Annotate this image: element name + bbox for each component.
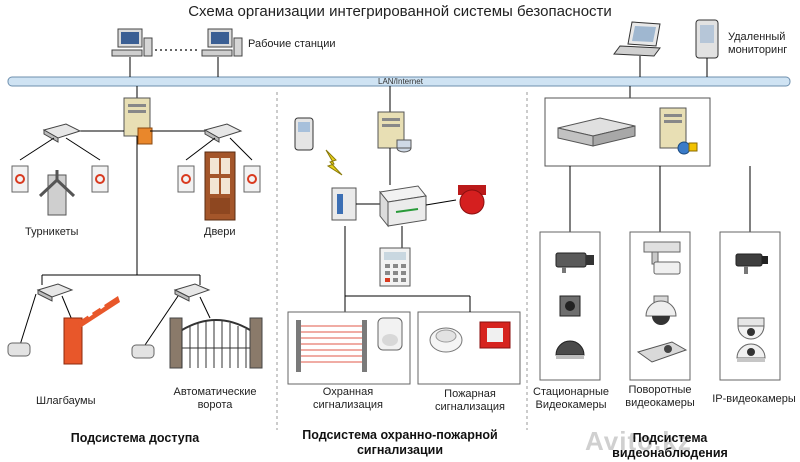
workstation-icon	[201, 28, 243, 57]
signal-icon	[325, 149, 343, 176]
controller-icon	[36, 283, 74, 302]
access-subsystem-label: Подсистема доступа	[70, 431, 200, 445]
workstations-label: Рабочие станции	[248, 38, 336, 50]
speed-dome-icon	[645, 295, 677, 325]
phone-icon	[294, 117, 314, 151]
controller-icon	[42, 123, 82, 143]
workstation-icon	[111, 28, 153, 57]
pda-icon	[695, 19, 719, 59]
static-cameras-line1: Стационарные	[533, 386, 609, 398]
gate-icon	[169, 317, 263, 369]
video-subsystem-line2: видеонаблюдения	[612, 446, 728, 460]
gates-label: Автоматические ворота	[160, 386, 270, 412]
box-camera-icon	[555, 252, 594, 273]
card-reader-icon	[131, 344, 155, 359]
ptz-keyboard-icon	[636, 341, 688, 363]
mini-camera-icon	[559, 295, 581, 317]
gates-label-line1: Автоматические	[173, 386, 257, 398]
ir-beam-icon	[296, 320, 367, 372]
card-reader-icon	[177, 165, 195, 193]
doors-label: Двери	[204, 226, 236, 238]
ptz-camera-icon	[643, 241, 681, 275]
security-alarm-line1: Охранная	[322, 386, 374, 398]
turnstile-icon	[38, 170, 76, 216]
controller-icon	[173, 283, 211, 302]
motion-detector-icon	[377, 317, 403, 351]
alarm-subsystem-label: Подсистема охранно-пожарной сигнализации	[285, 428, 515, 458]
ptz-cameras-label: Поворотные видеокамеры	[622, 384, 698, 410]
ptz-cameras-line1: Поворотные	[628, 384, 692, 396]
security-alarm-label: Охранная сигнализация	[298, 386, 398, 412]
static-cameras-label: Стационарные Видеокамеры	[532, 386, 610, 412]
server-icon	[659, 107, 698, 155]
fire-alarm-line1: Пожарная	[444, 388, 496, 400]
barrier-icon	[63, 296, 120, 365]
controller-icon	[203, 123, 243, 143]
watermark: Avito.kz	[585, 426, 692, 456]
control-panel-icon	[379, 185, 427, 228]
video-recorder-icon	[557, 117, 636, 147]
dome-camera-icon	[555, 340, 585, 359]
ip-dome-camera-icon	[737, 317, 765, 340]
video-subsystem-line1: Подсистема	[632, 431, 708, 445]
fire-alarm-label: Пожарная сигнализация	[420, 388, 520, 414]
card-reader-icon	[91, 165, 109, 193]
ip-cameras-label: IP-видеокамеры	[712, 393, 796, 405]
smoke-detector-icon	[429, 327, 463, 353]
gsm-module-icon	[331, 187, 357, 221]
ptz-cameras-line2: видеокамеры	[625, 397, 695, 409]
security-alarm-line2: сигнализация	[313, 399, 383, 411]
static-cameras-line2: Видеокамеры	[535, 399, 607, 411]
siren-icon	[458, 185, 486, 215]
remote-monitoring-line1: Удаленный	[728, 31, 786, 43]
keypad-icon	[379, 247, 411, 287]
card-reader-icon	[243, 165, 261, 193]
remote-monitoring-line2: мониторинг	[728, 44, 788, 56]
laptop-icon	[613, 21, 661, 57]
fire-alarm-line2: сигнализация	[435, 401, 505, 413]
barriers-label: Шлагбаумы	[36, 395, 96, 407]
manual-call-point-icon	[479, 321, 511, 349]
server-icon	[123, 97, 153, 145]
alarm-subsystem-line1: Подсистема охранно-пожарной	[302, 428, 498, 442]
server-icon	[377, 111, 412, 153]
card-reader-icon	[11, 165, 29, 193]
ip-camera-icon	[735, 253, 768, 274]
diagram-title: Схема организации интегрированной систем…	[188, 3, 612, 20]
lan-bus	[7, 76, 791, 87]
card-reader-icon	[7, 342, 31, 357]
gates-label-line2: ворота	[197, 399, 233, 411]
video-subsystem-label: Подсистема видеонаблюдения	[595, 431, 745, 461]
ip-dome-camera-icon	[736, 343, 766, 362]
turnstiles-label: Турникеты	[25, 226, 79, 238]
door-icon	[204, 151, 236, 221]
alarm-subsystem-line2: сигнализации	[356, 443, 444, 457]
remote-monitoring-label: Удаленный мониторинг	[728, 31, 787, 57]
lan-label: LAN/Internet	[378, 77, 423, 86]
